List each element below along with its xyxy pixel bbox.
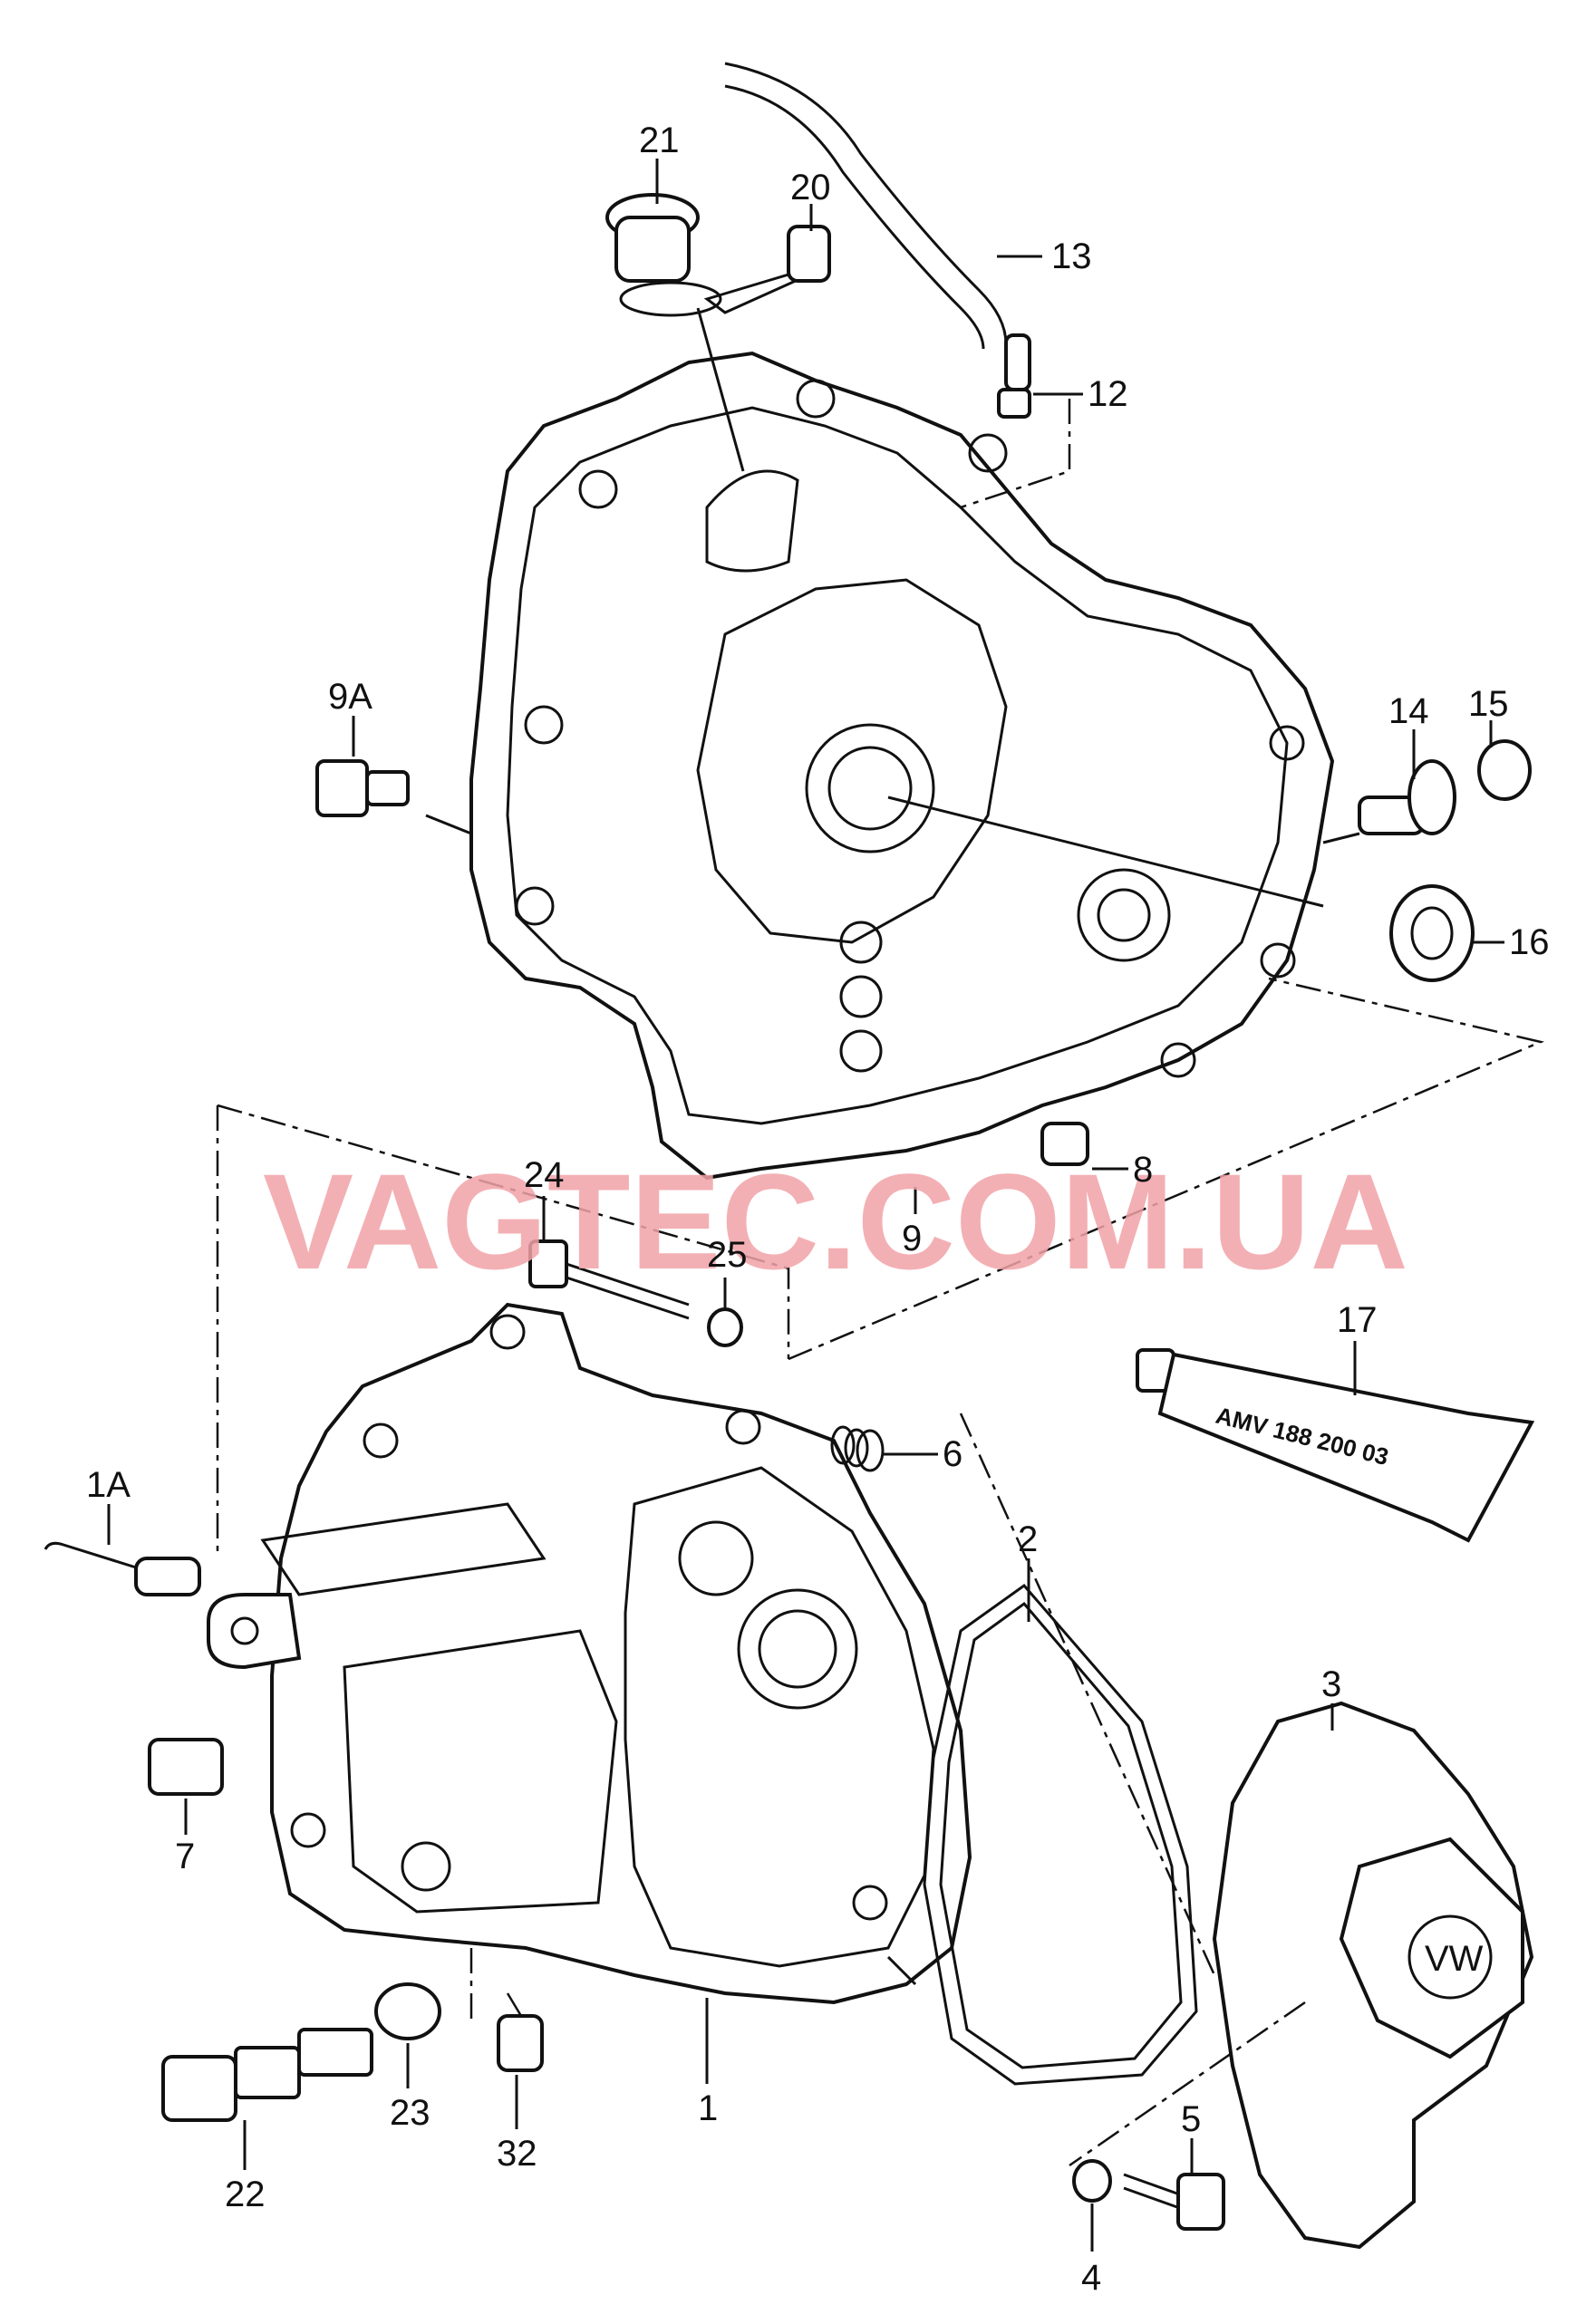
part-labels: 21 20 13 12 9A 14 15 16 24 25 8 9 17 6 1… [86,121,1550,2298]
label-4: 4 [1081,2258,1101,2298]
breather-hose [724,62,1031,419]
label-12: 12 [1088,374,1128,414]
watermark: VAGTEC.COM.UA [263,1145,1408,1297]
upper-gearbox-housing [469,351,1335,1181]
spring-6 [830,1425,885,1472]
washer-4-screw-5 [1072,2159,1225,2231]
label-21: 21 [639,121,680,160]
housing-cover: VW [1212,1701,1534,2250]
label-14: 14 [1388,691,1429,731]
block-7 [148,1738,224,1796]
filler-cap-and-bracket [605,193,831,317]
label-24: 24 [524,1155,565,1195]
assembly-lines [216,307,1545,2167]
label-17: 17 [1337,1300,1378,1340]
label-9: 9 [902,1219,922,1258]
label-5: 5 [1181,2099,1201,2139]
label-6: 6 [943,1434,962,1474]
label-9A: 9A [328,677,372,717]
vw-logo-mark: VW [1425,1939,1484,1979]
lower-gearbox-housing [207,1302,972,2005]
housing-gasket [923,1583,1198,2086]
label-20: 20 [790,168,831,207]
label-15: 15 [1468,684,1509,724]
drain-plug-9A [315,759,410,817]
label-32: 32 [497,2134,537,2174]
leader-lines [107,159,1504,2252]
sealant-tube-17: AMV 188 200 03 [1136,1348,1535,1543]
label-23: 23 [390,2093,430,2133]
label-13: 13 [1051,236,1092,276]
label-1: 1 [698,2088,718,2128]
pin-1A [44,1541,201,1596]
label-22: 22 [225,2175,266,2214]
label-1A: 1A [86,1465,131,1505]
label-3: 3 [1321,1664,1341,1704]
label-25: 25 [707,1235,748,1275]
flange-parts-14-15-16 [1358,739,1532,982]
label-8: 8 [1133,1150,1153,1190]
sensor-22-ring-23-cap-32 [161,1982,544,2122]
sleeve-8 [1040,1122,1089,1166]
label-16: 16 [1509,922,1550,962]
label-7: 7 [175,1837,195,1876]
label-2: 2 [1018,1519,1038,1559]
